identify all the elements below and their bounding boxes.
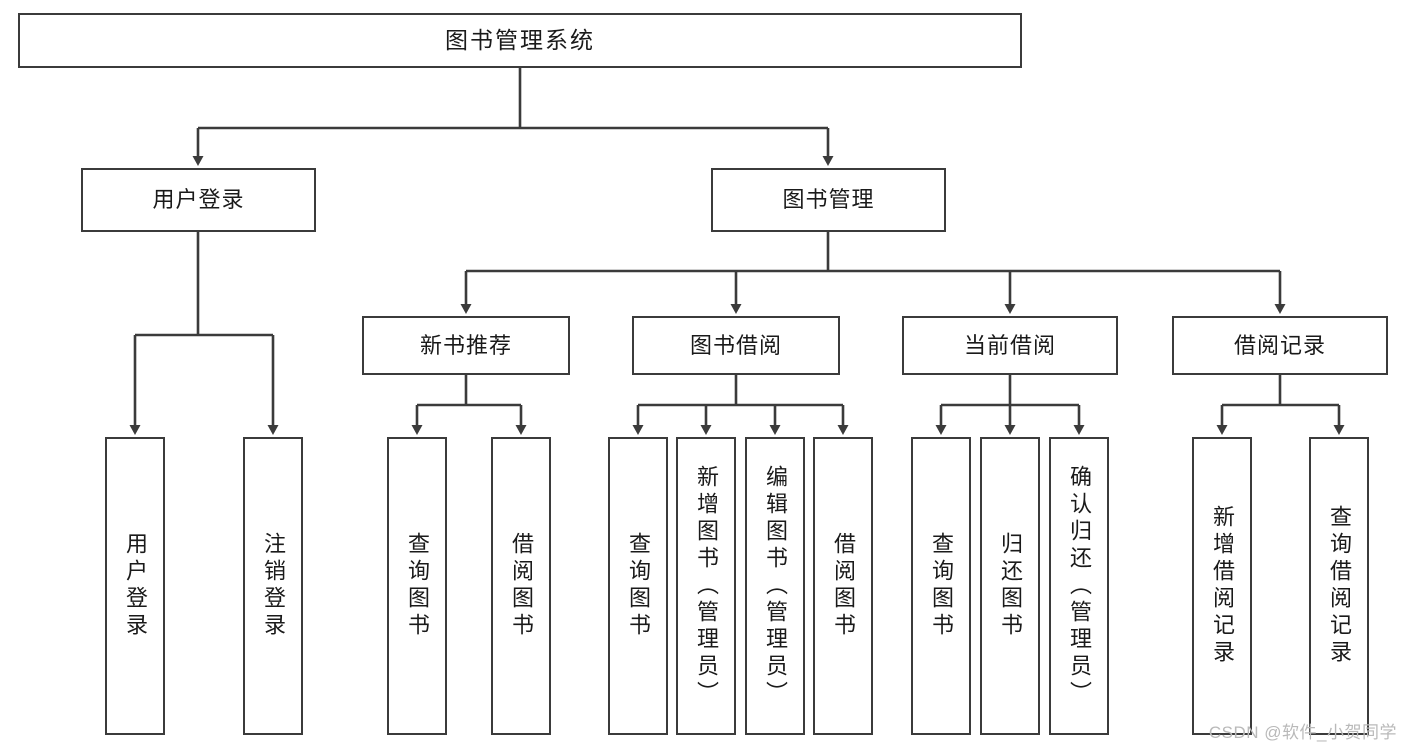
node-current-borrow[interactable]: 当前借阅 — [902, 316, 1118, 375]
node-leaf-query-book-3-label: 查询图书 — [929, 532, 954, 640]
node-book-manage[interactable]: 图书管理 — [711, 168, 946, 232]
node-leaf-query-record-label: 查询借阅记录 — [1327, 505, 1352, 667]
node-borrow-record[interactable]: 借阅记录 — [1172, 316, 1388, 375]
node-leaf-add-record-label: 新增借阅记录 — [1210, 505, 1235, 667]
node-user-login-label: 用户登录 — [152, 187, 245, 213]
node-leaf-query-book-2[interactable]: 查询图书 — [608, 437, 668, 735]
node-leaf-logout-login[interactable]: 注销登录 — [243, 437, 303, 735]
node-leaf-query-book-1-label: 查询图书 — [405, 532, 430, 640]
node-leaf-query-book-1[interactable]: 查询图书 — [387, 437, 447, 735]
node-root[interactable]: 图书管理系统 — [18, 13, 1022, 68]
node-new-book-rec[interactable]: 新书推荐 — [362, 316, 570, 375]
node-leaf-edit-book[interactable]: 编辑图书（管理员） — [745, 437, 805, 735]
node-book-borrow-label: 图书借阅 — [689, 332, 782, 358]
node-leaf-confirm-return[interactable]: 确认归还（管理员） — [1049, 437, 1109, 735]
node-leaf-add-record[interactable]: 新增借阅记录 — [1192, 437, 1252, 735]
node-borrow-record-label: 借阅记录 — [1233, 332, 1326, 358]
csdn-watermark: CSDN @软件_小贺同学 — [1208, 723, 1397, 742]
node-book-borrow[interactable]: 图书借阅 — [632, 316, 840, 375]
node-leaf-borrow-book-2-label: 借阅图书 — [831, 532, 856, 640]
node-leaf-add-book-label: 新增图书（管理员） — [694, 464, 719, 708]
node-book-manage-label: 图书管理 — [782, 187, 875, 213]
node-leaf-borrow-book-1[interactable]: 借阅图书 — [491, 437, 551, 735]
node-leaf-borrow-book-2[interactable]: 借阅图书 — [813, 437, 873, 735]
node-leaf-user-login[interactable]: 用户登录 — [105, 437, 165, 735]
node-user-login[interactable]: 用户登录 — [81, 168, 316, 232]
node-leaf-query-record[interactable]: 查询借阅记录 — [1309, 437, 1369, 735]
node-root-label: 图书管理系统 — [445, 26, 595, 53]
node-leaf-edit-book-label: 编辑图书（管理员） — [763, 464, 788, 708]
node-leaf-logout-login-label: 注销登录 — [261, 532, 286, 640]
node-leaf-user-login-label: 用户登录 — [123, 532, 148, 640]
node-leaf-return-book-label: 归还图书 — [998, 532, 1023, 640]
node-new-book-rec-label: 新书推荐 — [419, 332, 512, 358]
node-leaf-confirm-return-label: 确认归还（管理员） — [1067, 464, 1092, 708]
node-leaf-add-book[interactable]: 新增图书（管理员） — [676, 437, 736, 735]
node-leaf-query-book-2-label: 查询图书 — [626, 532, 651, 640]
node-leaf-borrow-book-1-label: 借阅图书 — [509, 532, 534, 640]
node-leaf-query-book-3[interactable]: 查询图书 — [911, 437, 971, 735]
node-leaf-return-book[interactable]: 归还图书 — [980, 437, 1040, 735]
node-current-borrow-label: 当前借阅 — [963, 332, 1056, 358]
